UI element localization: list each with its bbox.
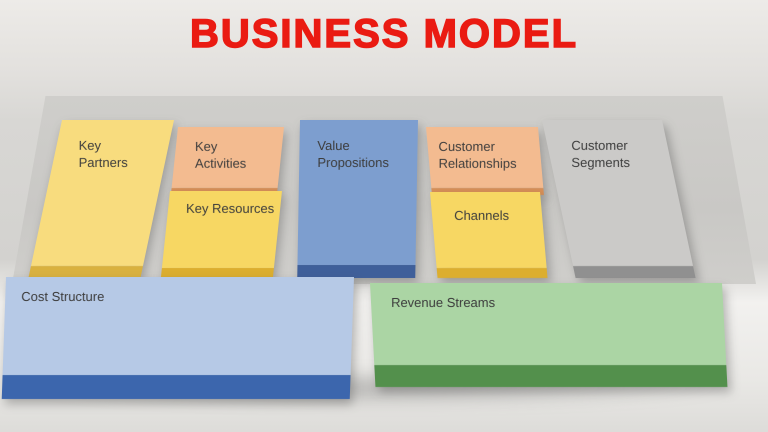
revenue-streams-label: Revenue Streams	[391, 295, 496, 310]
revenue-streams-face: Revenue Streams	[370, 283, 727, 365]
key-resources-label: Key Resources	[186, 201, 275, 216]
value-propositions-label: Value Propositions	[317, 138, 389, 170]
customer-segments-edge	[573, 266, 696, 278]
page-title: BUSINESS MODEL	[189, 11, 579, 57]
block-key-activities: Key Activities	[170, 127, 284, 195]
block-key-resources: Key Resources	[160, 191, 282, 278]
customer-relationships-label: Customer Relationships	[438, 139, 517, 171]
channels-face: Channels	[430, 192, 547, 268]
customer-segments-label: Customer Segments	[571, 138, 630, 170]
block-cost-structure: Cost Structure	[1, 277, 355, 399]
key-activities-label: Key Activities	[194, 139, 247, 171]
key-partners-label: Key Partners	[78, 138, 128, 170]
block-customer-relationships: Customer Relationships	[426, 127, 544, 195]
block-channels: Channels	[430, 192, 548, 278]
revenue-streams-edge	[374, 365, 728, 387]
cost-structure-edge	[1, 375, 351, 399]
key-resources-face: Key Resources	[161, 191, 282, 268]
value-propositions-face: Value Propositions	[297, 120, 418, 265]
customer-relationships-face: Customer Relationships	[426, 127, 544, 188]
channels-label: Channels	[454, 208, 510, 223]
key-activities-face: Key Activities	[171, 127, 284, 188]
block-revenue-streams: Revenue Streams	[370, 283, 728, 387]
channels-edge	[436, 268, 548, 278]
block-value-propositions: Value Propositions	[297, 120, 418, 278]
cost-structure-face: Cost Structure	[2, 277, 355, 375]
cost-structure-label: Cost Structure	[21, 289, 105, 304]
